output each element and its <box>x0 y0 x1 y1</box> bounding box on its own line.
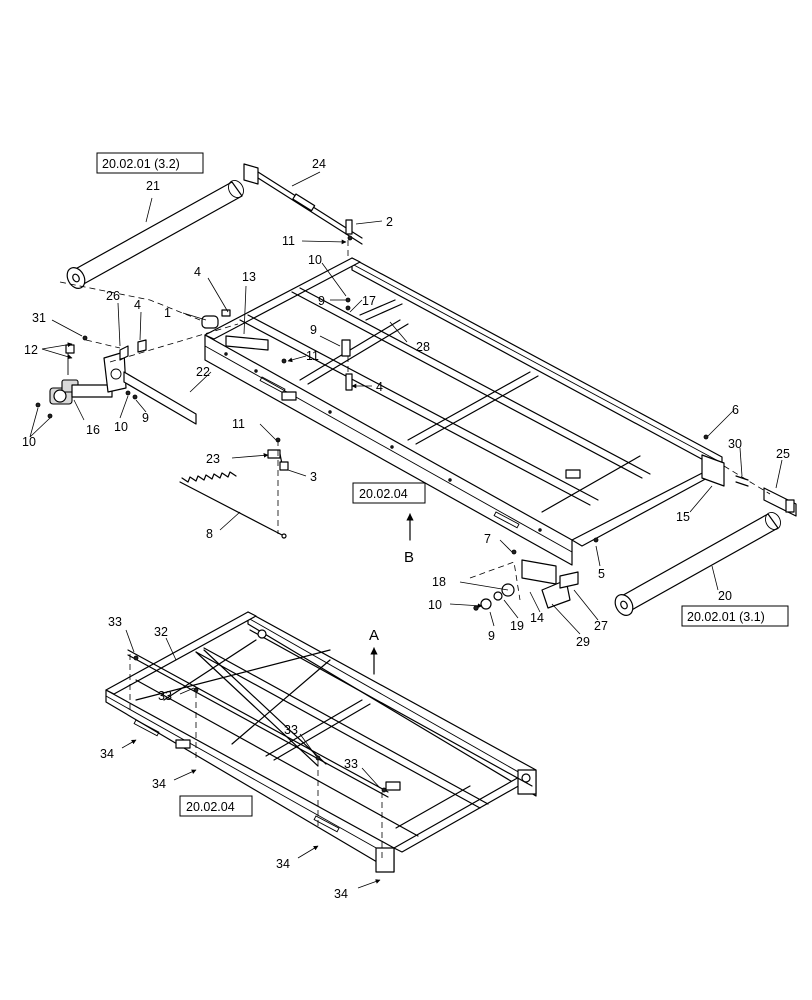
roller-20 <box>614 511 781 616</box>
callout-10a[interactable]: 10 <box>308 253 322 267</box>
callout-27[interactable]: 27 <box>594 619 608 633</box>
callout-9d[interactable]: 9 <box>488 629 495 643</box>
callout-19[interactable]: 19 <box>510 619 524 633</box>
callout-4b[interactable]: 4 <box>134 298 141 312</box>
callout-9a[interactable]: 9 <box>318 294 325 308</box>
callout-25[interactable]: 25 <box>776 447 790 461</box>
callout-34c[interactable]: 34 <box>276 857 290 871</box>
alignment-lines-lower <box>129 654 383 862</box>
callout-15[interactable]: 15 <box>676 510 690 524</box>
callout-22[interactable]: 22 <box>196 365 210 379</box>
callout-34a[interactable]: 34 <box>100 747 114 761</box>
callout-6[interactable]: 6 <box>732 403 739 417</box>
callout-10b[interactable]: 10 <box>22 435 36 449</box>
callout-34b[interactable]: 34 <box>152 777 166 791</box>
callout-18[interactable]: 18 <box>432 575 446 589</box>
callout-10c[interactable]: 10 <box>114 420 128 434</box>
callout-23[interactable]: 23 <box>206 452 220 466</box>
callout-3[interactable]: 3 <box>310 470 317 484</box>
upper-frame-assembly <box>204 257 725 566</box>
reference-text-2: 20.02.04 <box>359 487 408 501</box>
callout-labels: 1 2 3 4 4 4 5 6 7 8 9 9 9 9 10 10 10 10 … <box>22 157 790 901</box>
reference-text-4: 20.02.04 <box>186 800 235 814</box>
bracket-25 <box>735 475 797 517</box>
reference-box-3[interactable]: 20.02.01 (3.1) <box>681 605 789 627</box>
callout-13[interactable]: 13 <box>242 270 256 284</box>
callout-2[interactable]: 2 <box>386 215 393 229</box>
callout-21[interactable]: 21 <box>146 179 160 193</box>
reference-box-2[interactable]: 20.02.04 <box>352 482 426 504</box>
callout-4a[interactable]: 4 <box>194 265 201 279</box>
callout-9c[interactable]: 9 <box>142 411 149 425</box>
callout-4c[interactable]: 4 <box>376 380 383 394</box>
callout-11b[interactable]: 11 <box>306 349 319 363</box>
reference-text-1: 20.02.01 (3.2) <box>102 157 180 171</box>
callout-11c[interactable]: 11 <box>232 417 245 431</box>
callout-5[interactable]: 5 <box>598 567 605 581</box>
view-arrow-a: A <box>369 627 379 675</box>
callout-31[interactable]: 31 <box>32 311 46 325</box>
callout-34d[interactable]: 34 <box>334 887 348 901</box>
callout-14[interactable]: 14 <box>530 611 544 625</box>
callout-33d[interactable]: 33 <box>344 757 358 771</box>
small-hardware <box>201 219 709 471</box>
leader-lines <box>29 171 783 889</box>
spring-rod-8 <box>179 471 287 539</box>
rod-24 <box>243 163 363 245</box>
callout-26[interactable]: 26 <box>106 289 120 303</box>
callout-7[interactable]: 7 <box>484 532 491 546</box>
callout-32[interactable]: 32 <box>154 625 168 639</box>
callout-20[interactable]: 20 <box>718 589 732 603</box>
tensioner-hardware <box>473 537 599 611</box>
reference-box-4[interactable]: 20.02.04 <box>179 795 253 817</box>
callout-1[interactable]: 1 <box>164 306 171 320</box>
callout-30[interactable]: 30 <box>728 437 742 451</box>
callout-28[interactable]: 28 <box>416 340 430 354</box>
callout-11a[interactable]: 11 <box>282 234 295 248</box>
view-label-b: B <box>404 549 414 566</box>
callout-33c[interactable]: 33 <box>284 723 298 737</box>
callout-12[interactable]: 12 <box>24 343 38 357</box>
callout-8[interactable]: 8 <box>206 527 213 541</box>
reference-text-3: 20.02.01 (3.1) <box>687 610 765 624</box>
lower-frame-assembly <box>105 611 537 873</box>
alignment-lines-upper <box>59 240 771 601</box>
view-arrow-b: B <box>404 513 414 566</box>
callout-9b[interactable]: 9 <box>310 323 317 337</box>
callout-29[interactable]: 29 <box>576 635 590 649</box>
drive-assembly <box>35 335 197 425</box>
callout-33a[interactable]: 33 <box>108 615 122 629</box>
roller-21 <box>66 179 244 289</box>
reference-box-1[interactable]: 20.02.01 (3.2) <box>96 152 204 174</box>
callout-33b[interactable]: 33 <box>158 689 172 703</box>
callout-24[interactable]: 24 <box>312 157 326 171</box>
callout-10d[interactable]: 10 <box>428 598 442 612</box>
callout-16[interactable]: 16 <box>86 423 100 437</box>
callout-17[interactable]: 17 <box>362 294 376 308</box>
view-label-a: A <box>369 627 379 644</box>
